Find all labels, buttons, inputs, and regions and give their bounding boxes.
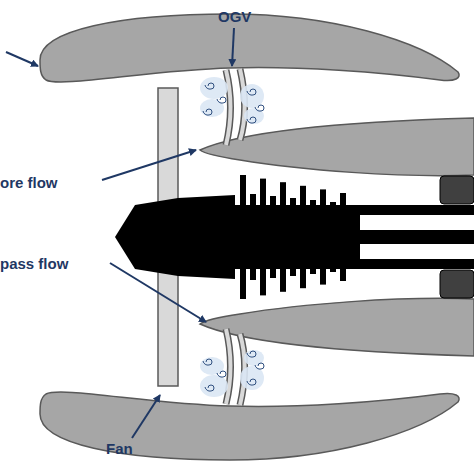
ogv-upper [226,69,245,145]
part-label: Fan [106,441,133,456]
nacelle-lower [40,392,459,460]
part-label: ore flow [0,175,58,190]
shaft-gap [380,215,474,223]
shaft [345,230,474,244]
turbine-block [440,270,474,298]
nacelle-upper [40,14,459,82]
spinner-hub [115,195,235,279]
part-label: OGV [218,9,251,24]
compressor-blades [235,175,347,299]
core-casing [345,205,474,269]
part-label: pass flow [0,256,68,271]
shaft-gap [380,251,474,259]
turbine-block [440,176,474,204]
leader-arrows [6,28,234,438]
ogv-lower [226,329,245,405]
